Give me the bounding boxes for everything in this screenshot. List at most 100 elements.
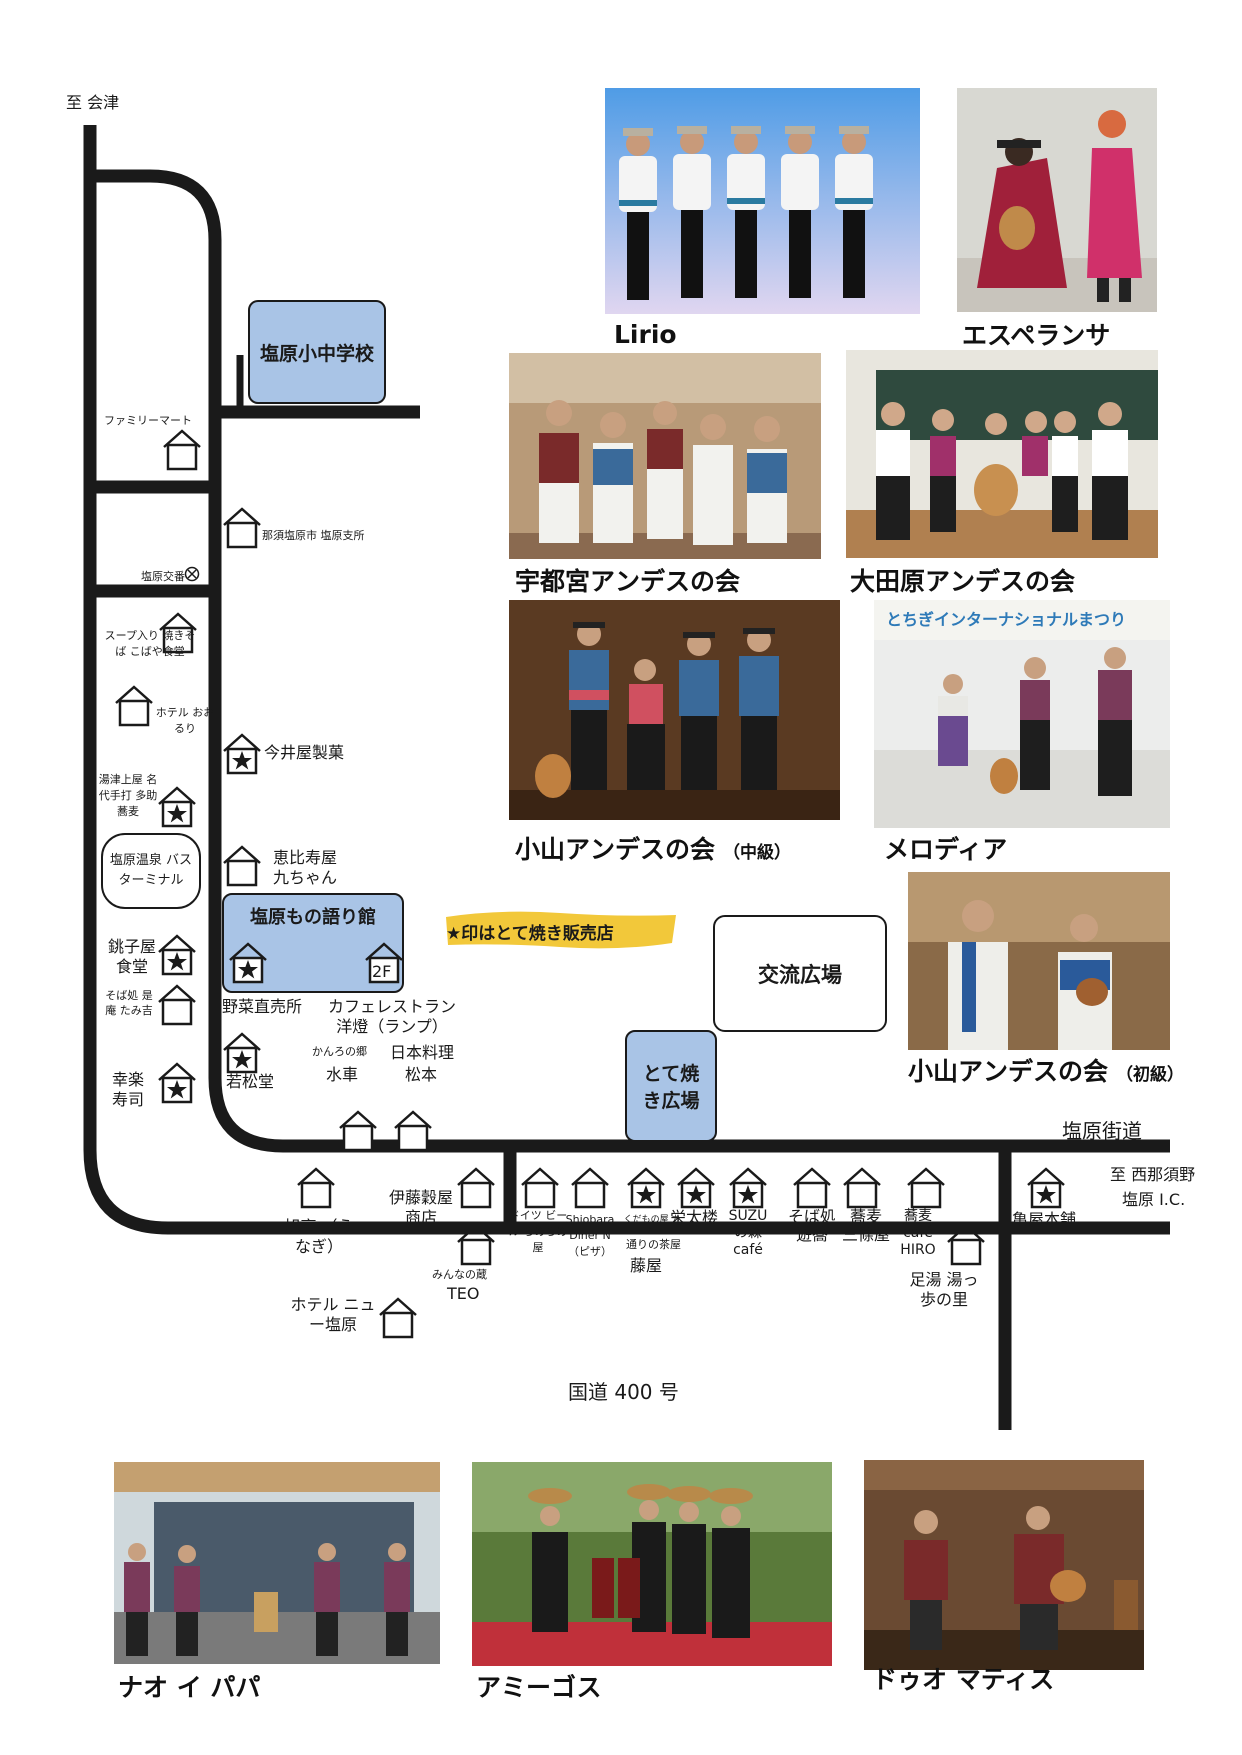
- house-suzu[interactable]: [726, 1165, 770, 1209]
- house-sobajo[interactable]: [790, 1165, 834, 1209]
- teo-label: TEO: [447, 1284, 480, 1303]
- koban-icon: [184, 566, 200, 582]
- wakamatsu-label: 若松堂: [226, 1072, 275, 1091]
- monogatari-kan-label: 塩原もの語り館: [250, 907, 376, 928]
- koryu-hiroba-box[interactable]: 交流広場: [713, 915, 887, 1032]
- caption-utsunomiya: 宇都宮アンデスの会: [515, 567, 741, 596]
- star-icon: [232, 751, 252, 770]
- caption-esperanza: エスペランサ: [962, 321, 1111, 350]
- label-route-400: 国道 400 号: [568, 1380, 679, 1404]
- photo-otawara: [846, 350, 1158, 558]
- star-icon: [738, 1185, 758, 1204]
- house-eitairou[interactable]: [674, 1165, 718, 1209]
- toteyaki-hiroba-label: とて焼き広場: [642, 1063, 700, 1112]
- ito-label: 伊藤穀屋 商店: [388, 1188, 453, 1227]
- photo-oyama-mid: [509, 600, 840, 820]
- sobajo-label: そば処 遊蕎: [787, 1207, 836, 1244]
- star-icon: [636, 1185, 656, 1204]
- nihonryori-label: 日本料理: [390, 1043, 455, 1062]
- monogatari-2f-label: 2F: [372, 962, 392, 981]
- suisha-label: 水車: [326, 1065, 359, 1084]
- house-suisha[interactable]: [336, 1108, 380, 1152]
- caption-melodia: メロディア: [884, 835, 1008, 864]
- house-fujiya[interactable]: [624, 1165, 668, 1209]
- bus-terminal-label: 塩原温泉 バスターミナル: [109, 853, 193, 888]
- house-yutsu[interactable]: [155, 784, 199, 828]
- kyokutei-label: 旭亭 （うなぎ）: [284, 1217, 354, 1256]
- house-newshiobara[interactable]: [376, 1295, 420, 1339]
- kobaya-label: スープ入り 焼きそば こばや食堂: [104, 629, 196, 658]
- photo-oyama-beg: [908, 872, 1170, 1050]
- label-shiobara-ic: 塩原 I.C.: [1122, 1190, 1186, 1209]
- familymart-label: ファミリーマート: [104, 414, 192, 427]
- star-icon: [232, 1050, 252, 1069]
- caption-nao-i-papa: ナオ イ パパ: [118, 1673, 261, 1702]
- house-monogatari-2f[interactable]: [362, 940, 406, 984]
- house-ooruri[interactable]: [112, 683, 156, 727]
- minna-label: みんなの蔵: [432, 1268, 487, 1281]
- house-ito[interactable]: [454, 1165, 498, 1209]
- caption-lirio: Lirio: [614, 320, 677, 349]
- kanro-label: かんろの郷: [312, 1045, 367, 1058]
- tori-label: 通りの茶屋: [626, 1238, 681, 1251]
- melodia-banner: とちぎインターナショナルまつり: [886, 610, 1127, 629]
- ooruri-label: ホテル おおるり: [155, 706, 215, 735]
- shisho-label: 那須塩原市 塩原支所: [262, 529, 365, 542]
- house-teo[interactable]: [454, 1222, 498, 1266]
- house-choshiya[interactable]: [155, 932, 199, 976]
- star-icon: [686, 1185, 706, 1204]
- house-sanjoya[interactable]: [840, 1165, 884, 1209]
- matsumoto-label: 松本: [405, 1065, 438, 1084]
- yasai-label: 野菜直売所: [222, 997, 303, 1016]
- koryu-hiroba-label: 交流広場: [758, 962, 842, 987]
- house-diner[interactable]: [568, 1165, 612, 1209]
- ebisuya-label: 恵比寿屋 九ちゃん: [272, 848, 337, 887]
- star-icon: [238, 960, 258, 979]
- yutsu-label: 湯津上屋 名代手打 多助蕎麦: [98, 773, 158, 818]
- toteyaki-hiroba-box[interactable]: とて焼き広場: [625, 1030, 717, 1142]
- caption-oyama-beg: 小山アンデスの会（初級）: [908, 1057, 1185, 1086]
- bus-terminal-box[interactable]: 塩原温泉 バスターミナル: [101, 833, 201, 909]
- house-matsumoto[interactable]: [391, 1108, 435, 1152]
- school-box[interactable]: 塩原小中学校: [248, 300, 386, 404]
- sanjoya-label: 蕎麦 三條屋: [841, 1207, 890, 1244]
- caption-amigos: アミーゴス: [476, 1673, 602, 1702]
- star-icon: [167, 1080, 187, 1099]
- label-shiobara-kaido: 塩原街道: [1062, 1119, 1142, 1143]
- photo-lirio: [605, 88, 920, 314]
- school-label: 塩原小中学校: [259, 342, 374, 365]
- toteyaki-note: ★印はとて焼き販売店: [440, 907, 680, 953]
- house-kouraku[interactable]: [155, 1060, 199, 1104]
- house-shisho[interactable]: [220, 505, 264, 549]
- house-ebisuya[interactable]: [220, 843, 264, 887]
- suzu-label: SUZU の森 café: [728, 1208, 768, 1258]
- photo-duo-matisse: [864, 1460, 1144, 1670]
- house-kameya[interactable]: [1024, 1165, 1068, 1209]
- ashiyu-label: 足湯 湯っ歩の里: [909, 1270, 979, 1309]
- kouraku-label: 幸楽 寿司: [111, 1070, 144, 1109]
- house-ashiyu[interactable]: [944, 1222, 988, 1266]
- photo-nao-i-papa: [114, 1462, 440, 1664]
- kameya-label: 亀屋本舗: [1012, 1210, 1077, 1229]
- house-hiro[interactable]: [904, 1165, 948, 1209]
- label-to-nishinasuno: 至 西那須野: [1110, 1165, 1196, 1184]
- house-imaiya[interactable]: [220, 731, 264, 775]
- choshiya-label: 銚子屋 食堂: [107, 937, 156, 976]
- caption-oyama-mid: 小山アンデスの会（中級）: [515, 835, 792, 864]
- newshiobara-label: ホテル ニュー塩原: [290, 1295, 376, 1334]
- label-to-aizu: 至 会津: [66, 93, 120, 112]
- house-kobaya[interactable]: [156, 610, 200, 654]
- house-wakamatsu[interactable]: [220, 1030, 264, 1074]
- eitairou-label: 栄太楼: [670, 1208, 719, 1227]
- doitsu-label: ドイツ ビール らめらめ屋: [508, 1209, 568, 1254]
- photo-melodia: とちぎインターナショナルまつり: [874, 600, 1170, 828]
- photo-esperanza: [957, 88, 1157, 312]
- house-soba-zean[interactable]: [155, 982, 199, 1026]
- hiro-label: 蕎麦 café HIRO: [900, 1208, 936, 1258]
- house-monogatari-shop[interactable]: [226, 940, 270, 984]
- house-kyokutei[interactable]: [294, 1165, 338, 1209]
- house-familymart[interactable]: [160, 427, 204, 471]
- photo-amigos: [472, 1462, 832, 1666]
- house-doitsu[interactable]: [518, 1165, 562, 1209]
